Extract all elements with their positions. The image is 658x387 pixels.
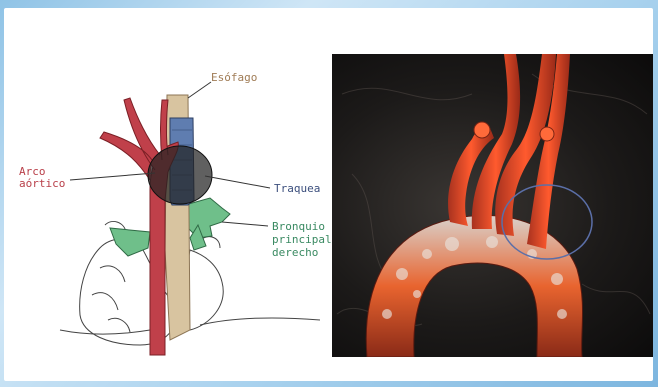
traquea-leader: [205, 176, 270, 188]
ct-3d-render: [332, 54, 653, 357]
aortic-arch-render: [366, 215, 582, 357]
label-esofago: Esófago: [211, 72, 257, 84]
label-bronquio-line3: derecho: [272, 247, 318, 259]
bronquio-leader: [222, 222, 268, 226]
label-bronquio-line2: principal: [272, 234, 332, 246]
arco-leader: [70, 173, 155, 180]
highlight-circle-left: [148, 146, 212, 204]
label-arco-line2: aórtico: [19, 178, 65, 190]
right-bronchus-shape: [185, 198, 230, 238]
label-bronquio-line1: Bronquio: [272, 221, 325, 233]
label-traquea: Traquea: [274, 183, 320, 195]
esofago-leader: [188, 82, 211, 98]
